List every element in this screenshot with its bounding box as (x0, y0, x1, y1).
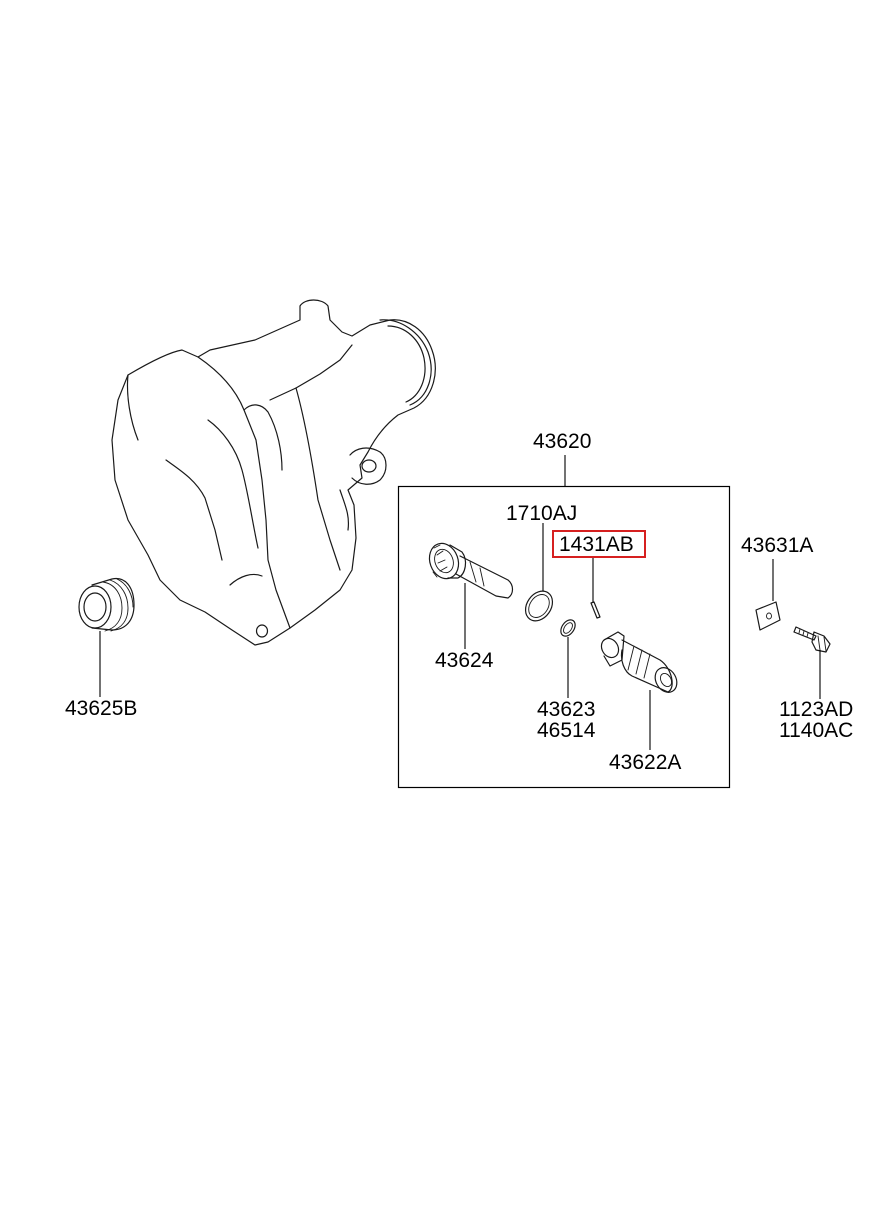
pin-icon (590, 601, 601, 619)
bolt-icon (793, 626, 831, 653)
threaded-plug-icon (78, 577, 135, 632)
driven-gear-shaft-icon (428, 542, 514, 599)
group-label: 43620 (533, 430, 591, 453)
label-1710AJ: 1710AJ (506, 502, 577, 525)
label-1431AB: 1431AB (559, 533, 634, 556)
highlight-box-1431AB (552, 530, 646, 558)
sleeve-icon (600, 631, 678, 693)
o-ring-icon (524, 590, 554, 622)
label-43631A: 43631A (741, 534, 813, 557)
lock-plate-icon (755, 601, 781, 631)
label-1140AC: 1140AC (779, 719, 853, 742)
label-43623: 43623 (537, 698, 595, 721)
label-1123AD: 1123AD (779, 698, 853, 721)
transaxle-housing-icon (111, 299, 436, 646)
label-43622A: 43622A (609, 751, 681, 774)
small-o-ring-icon (560, 619, 576, 637)
label-43625B: 43625B (65, 697, 137, 720)
label-43624: 43624 (435, 649, 494, 672)
group-box (397, 485, 731, 789)
label-46514: 46514 (537, 719, 596, 742)
